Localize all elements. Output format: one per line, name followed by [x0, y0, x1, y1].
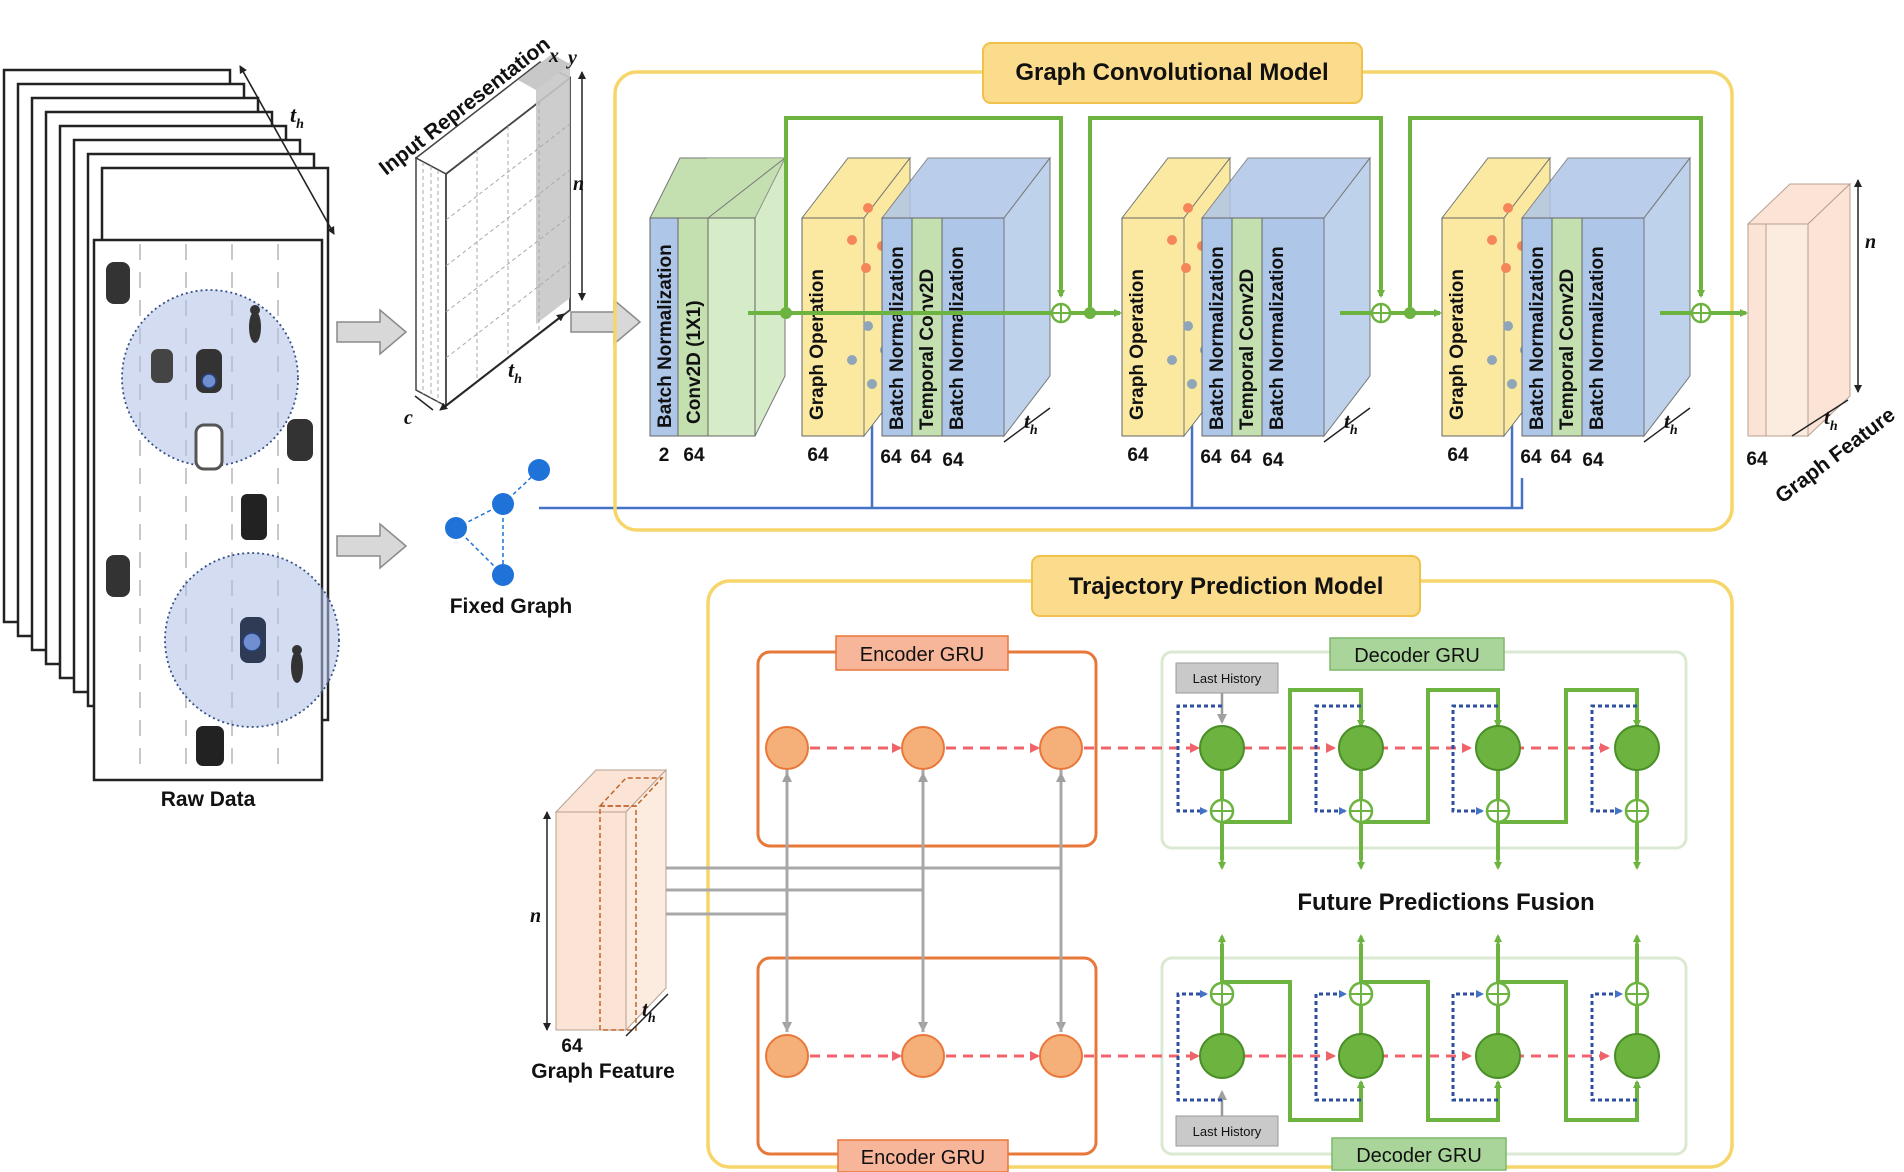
- svg-text:Batch Normalization: Batch Normalization: [887, 246, 908, 430]
- svg-text:2: 2: [659, 445, 670, 466]
- svg-text:th: th: [508, 357, 522, 387]
- time-axis: [239, 65, 335, 235]
- graph-feature-input-label: Graph Feature: [531, 1060, 675, 1083]
- svg-text:Graph Operation: Graph Operation: [1127, 269, 1148, 420]
- st-gcn-block-1: Graph Operation Batch Normalization Temp…: [800, 156, 1052, 471]
- svg-text:Temporal Conv2D: Temporal Conv2D: [1237, 269, 1258, 430]
- input-grid: [422, 102, 571, 402]
- decoder-units-bottom: [1176, 934, 1660, 1122]
- svg-text:64: 64: [1520, 447, 1542, 468]
- svg-text:64: 64: [1262, 450, 1284, 471]
- svg-text:64: 64: [1582, 450, 1604, 471]
- tpm-title: Trajectory Prediction Model: [1069, 573, 1384, 600]
- svg-text:Batch Normalization: Batch Normalization: [1527, 246, 1548, 430]
- svg-text:Graph Operation: Graph Operation: [807, 269, 828, 420]
- svg-text:n: n: [1865, 231, 1876, 253]
- raw-data-label: Raw Data: [161, 788, 256, 811]
- decoder-top-label: Decoder GRU: [1354, 645, 1480, 667]
- svg-text:th: th: [1024, 409, 1038, 438]
- input-representation: Input Representation x y n th c: [375, 33, 586, 429]
- svg-text:64: 64: [1447, 445, 1469, 466]
- svg-text:64: 64: [880, 447, 902, 468]
- svg-text:64: 64: [683, 445, 705, 466]
- svg-text:n: n: [573, 173, 584, 195]
- tpm-title-box: [1031, 555, 1421, 617]
- svg-text:Temporal Conv2D: Temporal Conv2D: [1557, 269, 1578, 430]
- last-history-bottom: Last History: [1193, 1124, 1262, 1139]
- gray-arrow: [336, 298, 642, 570]
- encoder-node: [765, 726, 1083, 1078]
- svg-text:x: x: [548, 45, 559, 67]
- svg-text:64: 64: [807, 445, 829, 466]
- fixed-graph: Fixed Graph: [445, 410, 1524, 618]
- decoder-units-top: [1176, 688, 1660, 870]
- svg-text:64: 64: [942, 450, 964, 471]
- svg-text:n: n: [530, 905, 541, 927]
- svg-text:Temporal Conv2D: Temporal Conv2D: [917, 269, 938, 430]
- gcm-title: Graph Convolutional Model: [1015, 59, 1328, 86]
- trajectory-prediction-model: Trajectory Prediction Model Encoder GRU …: [593, 555, 1734, 1172]
- svg-text:64: 64: [910, 447, 932, 468]
- encoder-top-label: Encoder GRU: [860, 644, 985, 666]
- gcm-title-box: [982, 42, 1363, 104]
- decoder-bottom-label: Decoder GRU: [1356, 1145, 1482, 1167]
- svg-text:Batch Normalization: Batch Normalization: [1207, 246, 1228, 430]
- svg-text:Batch Normalization: Batch Normalization: [947, 246, 968, 430]
- svg-text:64: 64: [1200, 447, 1222, 468]
- svg-text:64: 64: [1127, 445, 1149, 466]
- last-history-top: Last History: [1193, 671, 1262, 686]
- svg-text:c: c: [404, 407, 413, 429]
- fixed-graph-label: Fixed Graph: [450, 595, 573, 618]
- svg-text:64: 64: [561, 1036, 583, 1057]
- raw-data-stack: th Raw Data: [2, 65, 340, 811]
- motorbike-icon: [249, 305, 303, 683]
- svg-text:64: 64: [1746, 449, 1768, 470]
- svg-text:y: y: [566, 47, 577, 69]
- svg-text:th: th: [1664, 409, 1678, 438]
- svg-text:64: 64: [1230, 447, 1252, 468]
- graph-convolutional-model: Graph Convolutional Model Batch Normaliz…: [613, 42, 1748, 532]
- svg-text:th: th: [642, 997, 656, 1026]
- graph-feature-output: n th 64 Graph Feature: [1746, 179, 1900, 508]
- svg-text:64: 64: [1550, 447, 1572, 468]
- svg-text:Batch Normalization: Batch Normalization: [1267, 246, 1288, 430]
- feature-links: [598, 770, 1066, 1032]
- conv2d-label: Conv2D (1X1): [684, 300, 705, 424]
- batch-normalization-label: Batch Normalization: [655, 244, 676, 428]
- st-gcn-block-2: Graph Operation Batch Normalization Temp…: [1120, 156, 1372, 471]
- svg-text:Graph Operation: Graph Operation: [1447, 269, 1468, 420]
- encoder-bottom-label: Encoder GRU: [861, 1147, 986, 1169]
- svg-text:th: th: [1344, 409, 1358, 438]
- svg-text:Batch Normalization: Batch Normalization: [1587, 246, 1608, 430]
- st-gcn-block-3: Graph Operation Batch Normalization Temp…: [1440, 156, 1692, 471]
- svg-text:th: th: [1824, 405, 1838, 434]
- residual-connections: [748, 116, 1748, 317]
- future-predictions-fusion: Future Predictions Fusion: [1297, 889, 1594, 916]
- graph-feature-input: n th 64 Graph Feature: [530, 768, 675, 1083]
- svg-text:th: th: [290, 102, 304, 132]
- first-block: Batch Normalization Conv2D (1X1) 2 64: [649, 157, 786, 466]
